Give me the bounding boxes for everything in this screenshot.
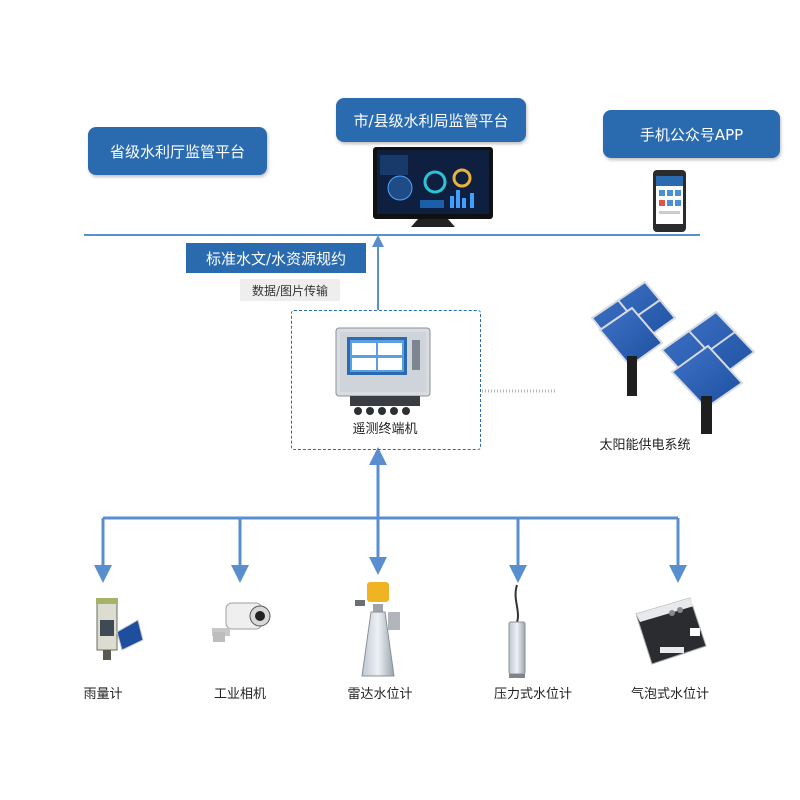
bubble-level-meter-icon	[635, 597, 707, 665]
provincial-platform-box: 省级水利厅监管平台	[88, 127, 267, 175]
solar-panel-icon	[590, 280, 756, 434]
terminal-device-icon	[335, 327, 431, 415]
sensor-label-bubble: 气泡式水位计	[630, 687, 709, 702]
sensor-label-rain: 雨量计	[83, 687, 123, 702]
monitor-icon	[373, 147, 493, 227]
phone-icon	[653, 170, 686, 232]
rain-gauge-icon	[96, 598, 144, 660]
protocol-label: 标准水文/水资源规约	[186, 243, 366, 273]
sensor-label-radar: 雷达水位计	[347, 687, 413, 702]
pressure-level-meter-icon	[508, 584, 526, 678]
mobile-app-box: 手机公众号APP	[603, 110, 780, 158]
radar-level-meter-icon	[355, 582, 400, 677]
terminal-label: 遥测终端机	[352, 422, 418, 437]
sensor-label-pressure: 压力式水位计	[493, 687, 572, 702]
terminal-frame	[291, 310, 481, 450]
city-platform-box: 市/县级水利局监管平台	[336, 98, 526, 142]
solar-label: 太阳能供电系统	[599, 438, 691, 453]
protocol-sub-label: 数据/图片传输	[240, 279, 340, 301]
industrial-camera-icon	[212, 602, 271, 642]
sensor-label-camera: 工业相机	[213, 687, 266, 702]
